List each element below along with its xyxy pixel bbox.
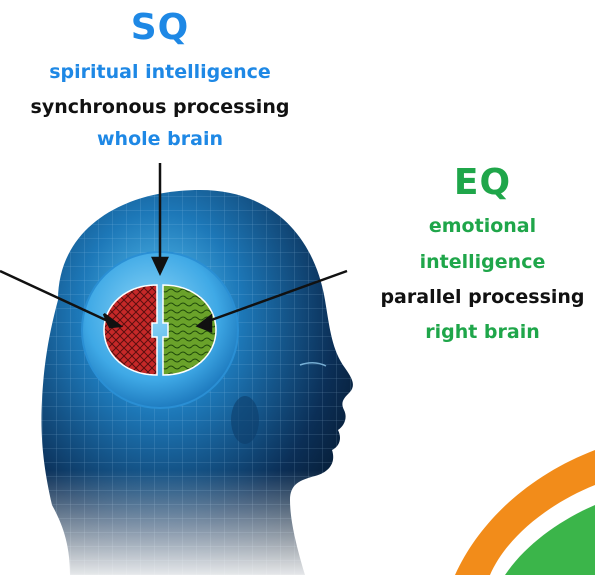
eq-title: EQ [453,162,512,203]
sq-title: SQ [130,7,190,48]
eq-line-2: intelligence [419,251,546,273]
eq-arrow [195,269,348,333]
arrows [0,163,348,333]
sq-line-3: whole brain [97,128,223,150]
corner-swoosh [455,450,595,575]
eq-line-4: right brain [425,321,540,343]
sq-line-1: spiritual intelligence [49,61,271,83]
eq-line-3: parallel processing [380,286,585,308]
iq-arrow [0,269,124,329]
eq-line-1: emotional [428,215,537,237]
sq-arrow [151,163,169,276]
brain-hemispheres-icon [81,251,239,409]
sq-line-2: synchronous processing [30,96,290,118]
